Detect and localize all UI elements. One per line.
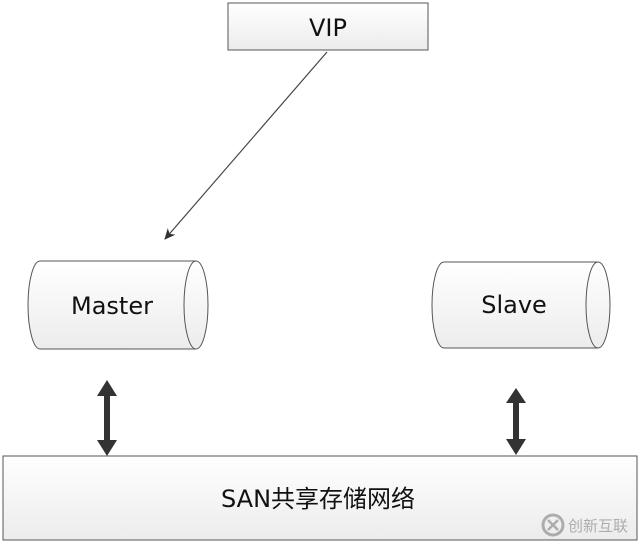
vip-node: VIP: [227, 2, 429, 51]
master-san-double-arrow: [97, 380, 117, 456]
vip-label: VIP: [309, 14, 347, 42]
watermark-logo: 创新互联: [541, 513, 628, 537]
slave-label: Slave: [481, 291, 547, 319]
san-label: SAN共享存储网络: [221, 485, 415, 513]
watermark-text: 创新互联: [568, 517, 628, 535]
san-node: SAN共享存储网络: [2, 455, 638, 541]
master-node: Master: [27, 260, 209, 350]
slave-san-double-arrow: [506, 388, 526, 455]
master-label: Master: [71, 292, 153, 320]
vip-to-master-arrow: [164, 51, 328, 240]
slave-node: Slave: [431, 261, 611, 349]
